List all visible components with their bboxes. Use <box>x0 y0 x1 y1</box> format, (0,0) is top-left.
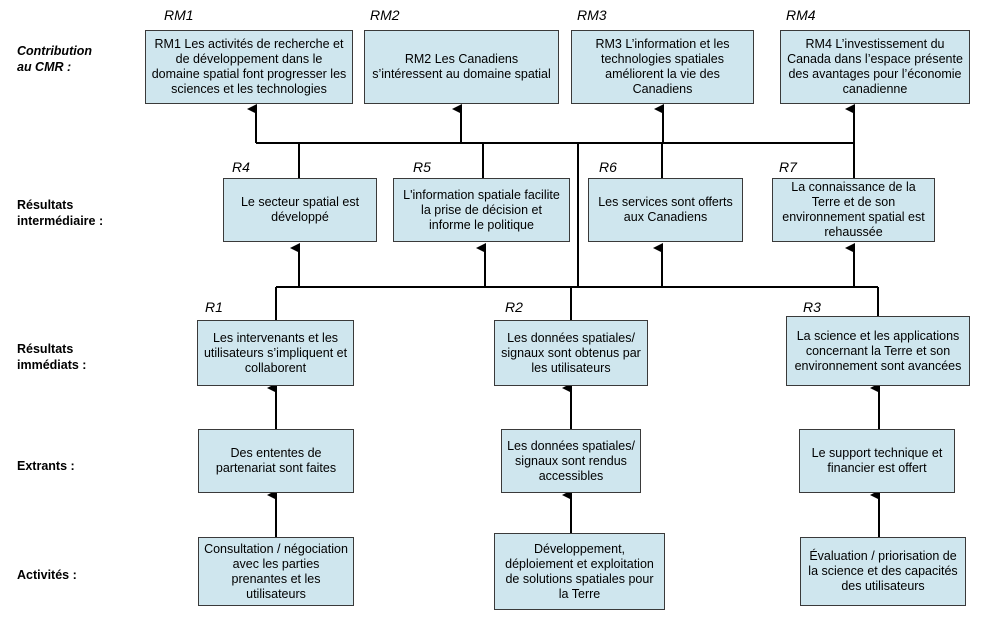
output-3-box: Le support technique et financier est of… <box>799 429 955 493</box>
r5-box: L'information spatiale facilite la prise… <box>393 178 570 242</box>
rm4-code: RM4 <box>786 7 816 23</box>
output-2-text: Les données spatiales/ signaux sont rend… <box>507 438 635 483</box>
r3-text: La science et les applications concernan… <box>794 328 962 373</box>
activity-2-box: Développement, déploiement et exploitati… <box>494 533 665 610</box>
rm2-code: RM2 <box>370 7 400 23</box>
r1-code: R1 <box>205 299 223 315</box>
rm4-text: RM4 L’investissement du Canada dans l’es… <box>787 37 963 96</box>
row-label-outputs: Extrants : <box>17 459 75 473</box>
row-label-activities: Activités : <box>17 568 77 582</box>
activity-2-text: Développement, déploiement et exploitati… <box>505 541 654 601</box>
rm3-code: RM3 <box>577 7 607 23</box>
rm1-box: RM1 Les activités de recherche et de dév… <box>145 30 353 104</box>
r4-code: R4 <box>232 159 250 175</box>
r6-code: R6 <box>599 159 617 175</box>
rm2-box: RM2 Les Canadiens s’intéressent au domai… <box>364 30 559 104</box>
activity-3-text: Évaluation / priorisation de la science … <box>808 549 958 593</box>
rm3-box: RM3 L’information et les technologies sp… <box>571 30 754 104</box>
rm3-text: RM3 L’information et les technologies sp… <box>595 37 730 96</box>
r7-text: La connaissance de la Terre et de son en… <box>782 180 925 239</box>
r3-code: R3 <box>803 299 821 315</box>
r2-code: R2 <box>505 299 523 315</box>
rm1-code: RM1 <box>164 7 194 23</box>
rm2-text: RM2 Les Canadiens s’intéressent au domai… <box>372 52 551 81</box>
activity-1-text: Consultation / négociation avec les part… <box>204 541 348 601</box>
rm1-text: RM1 Les activités de recherche et de dév… <box>151 37 347 96</box>
r4-box: Le secteur spatial est développé <box>223 178 377 242</box>
row-label-cmr: Contribution au CMR : <box>17 44 92 74</box>
row-label-intermediate: Résultats intermédiaire : <box>17 198 104 228</box>
output-1-box: Des ententes de partenariat sont faites <box>198 429 354 493</box>
r3-box: La science et les applications concernan… <box>786 316 970 386</box>
activity-1-box: Consultation / négociation avec les part… <box>198 537 354 606</box>
row-label-immediate: Résultats immédiats : <box>17 342 87 372</box>
activity-3-box: Évaluation / priorisation de la science … <box>800 537 966 606</box>
r5-text: L'information spatiale facilite la prise… <box>403 187 560 232</box>
r5-code: R5 <box>413 159 431 175</box>
r7-code: R7 <box>779 159 797 175</box>
rm4-box: RM4 L’investissement du Canada dans l’es… <box>780 30 970 104</box>
r1-text: Les intervenants et les utilisateurs s’i… <box>203 330 348 375</box>
r1-box: Les intervenants et les utilisateurs s’i… <box>197 320 354 386</box>
output-1-text: Des ententes de partenariat sont faites <box>215 446 337 475</box>
r7-box: La connaissance de la Terre et de son en… <box>772 178 935 242</box>
output-2-box: Les données spatiales/ signaux sont rend… <box>501 429 641 493</box>
r2-box: Les données spatiales/ signaux sont obte… <box>494 320 648 386</box>
r2-text: Les données spatiales/ signaux sont obte… <box>501 330 641 375</box>
r6-text: Les services sont offerts aux Canadiens <box>598 195 733 224</box>
output-3-text: Le support technique et financier est of… <box>811 446 943 475</box>
r4-text: Le secteur spatial est développé <box>240 195 360 224</box>
r6-box: Les services sont offerts aux Canadiens <box>588 178 743 242</box>
